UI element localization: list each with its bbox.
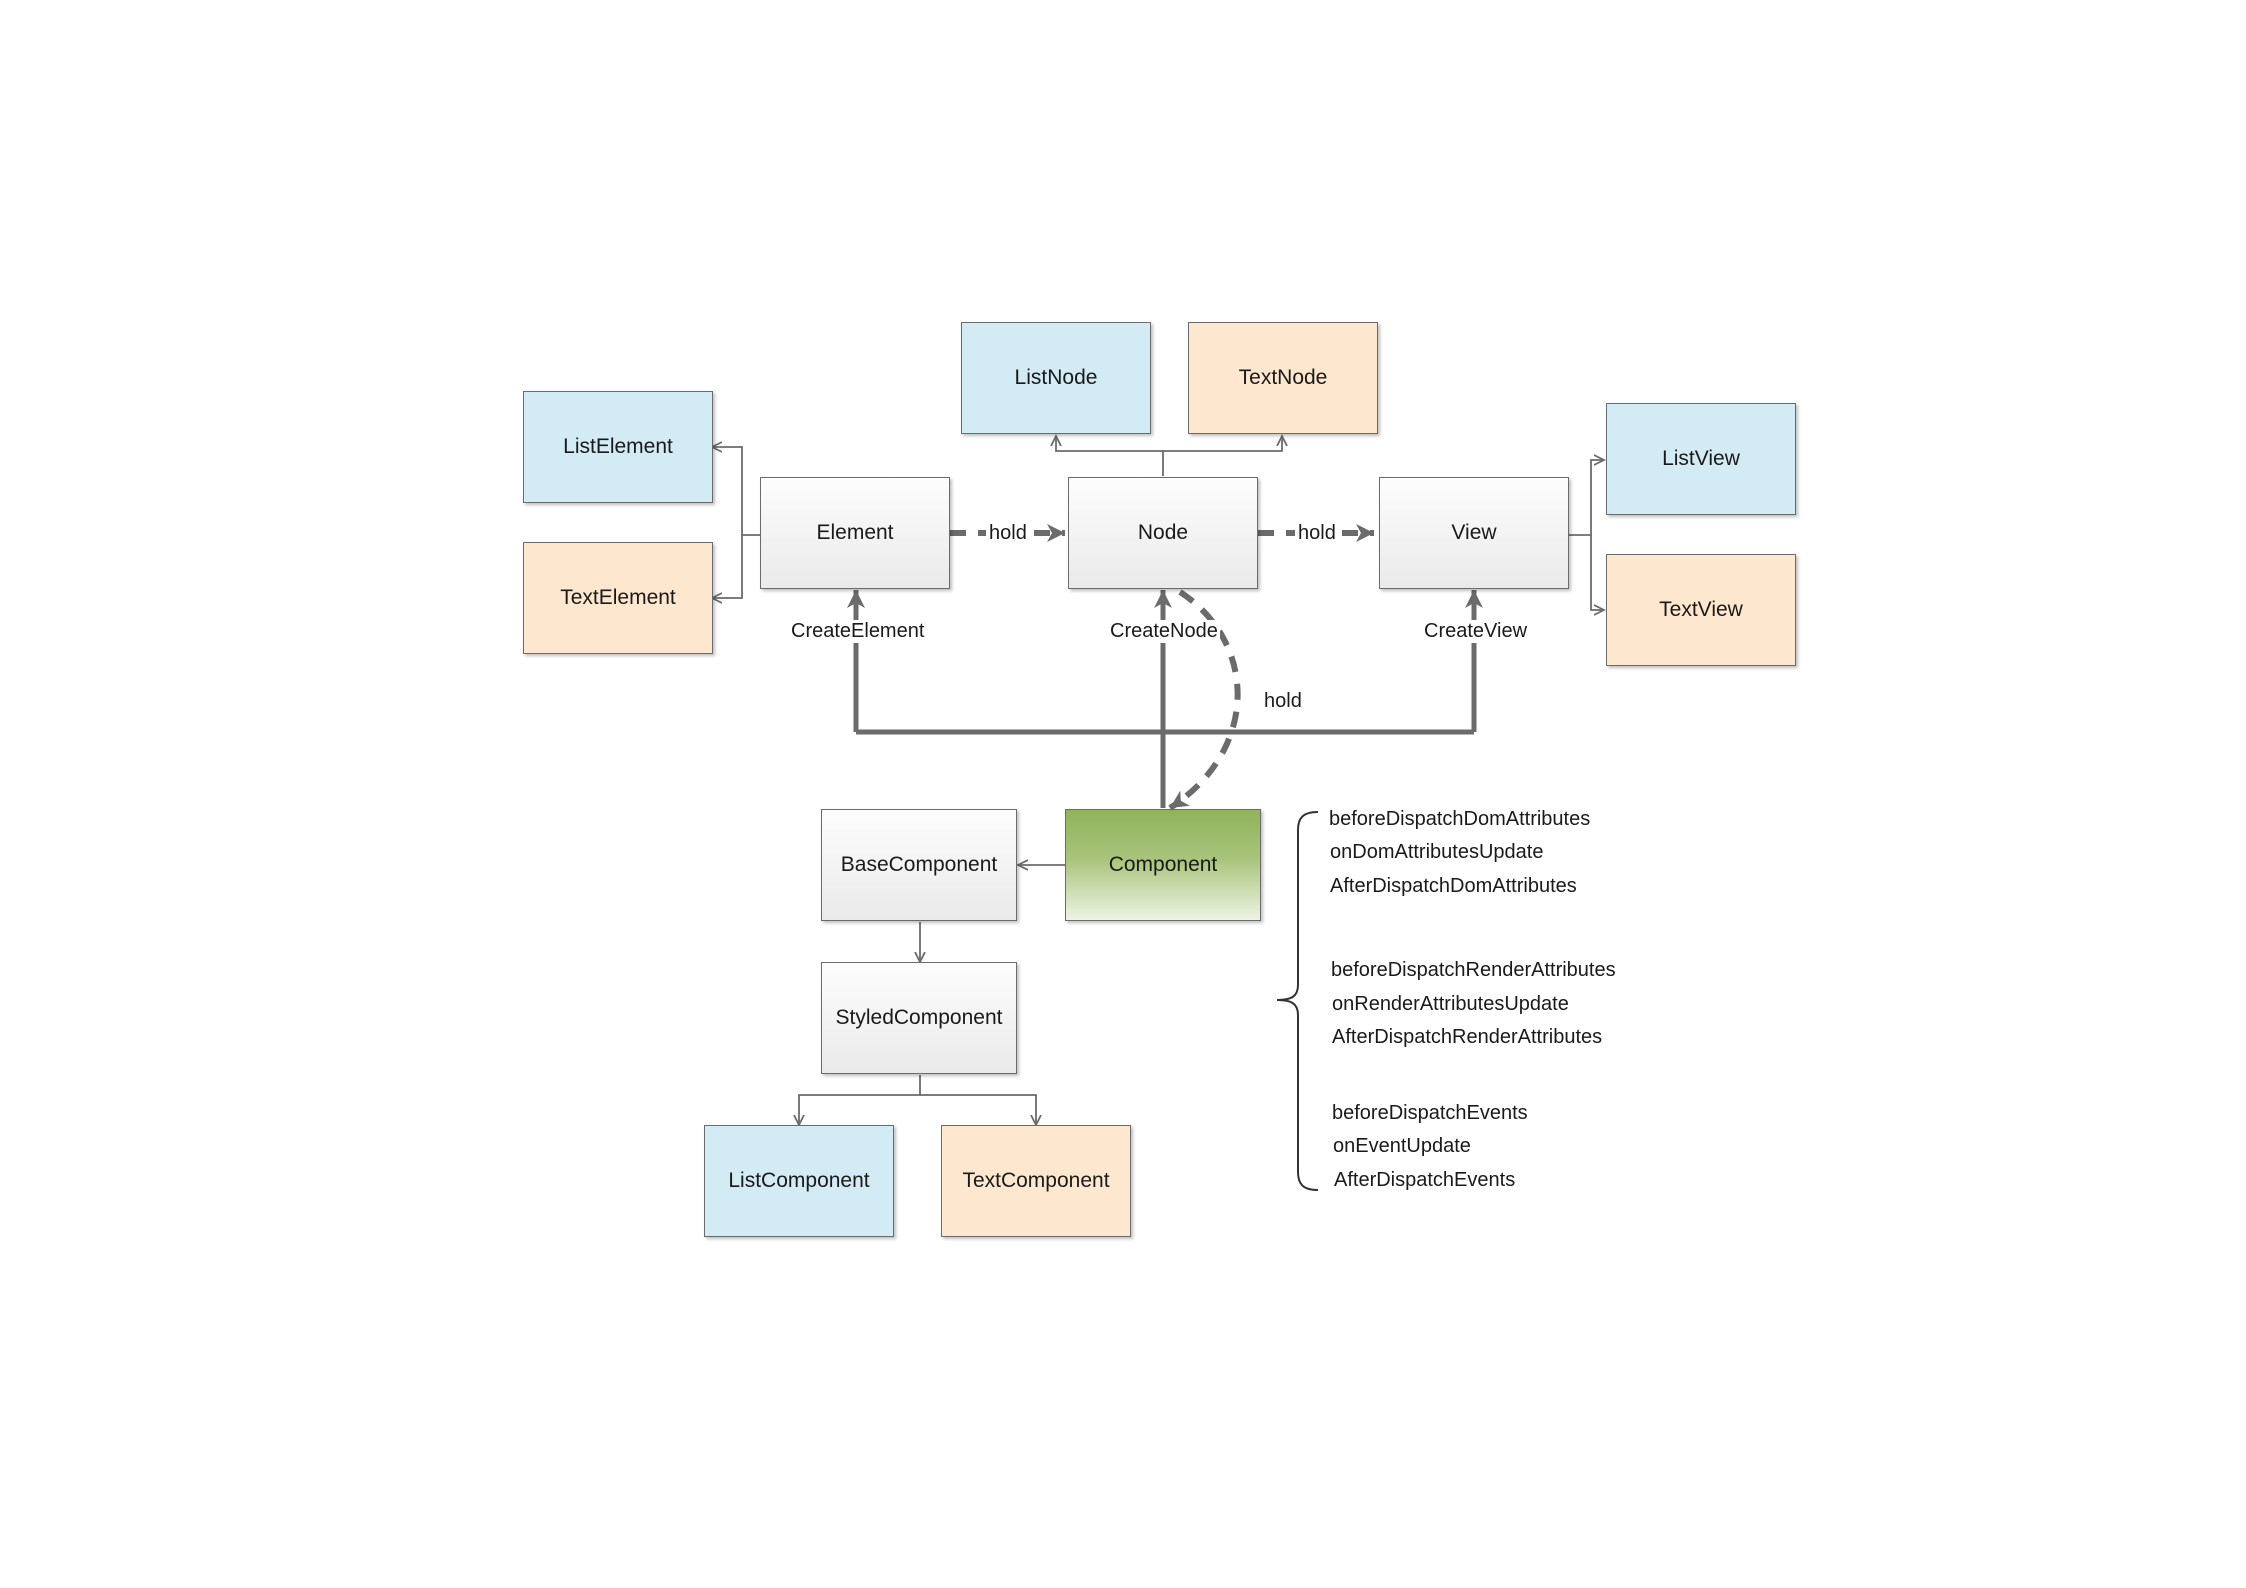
hold-element-node-label: hold [986,522,1030,545]
text-node-label: TextNode [1238,366,1328,389]
callback-events-after: AfterDispatchEvents [1334,1169,1516,1191]
element-box: Element [760,477,950,589]
list-node-box: ListNode [961,322,1151,434]
base-component-label: BaseComponent [840,853,998,876]
styled-component-box: StyledComponent [821,962,1017,1074]
view-subtypes-connector [1568,460,1604,610]
text-element-box: TextElement [523,542,713,654]
text-view-label: TextView [1659,598,1743,621]
callback-render-update: onRenderAttributesUpdate [1332,993,1569,1015]
callback-dom-update: onDomAttributesUpdate [1330,841,1544,863]
callback-events-before: beforeDispatchEvents [1332,1102,1528,1124]
component-box: Component [1065,809,1261,921]
create-view-label: CreateView [1422,620,1530,643]
view-box: View [1379,477,1569,589]
text-view-box: TextView [1606,554,1796,666]
list-element-box: ListElement [523,391,713,503]
callback-dom-before: beforeDispatchDomAttributes [1329,808,1591,830]
callback-brace [1276,811,1319,1191]
styled-subtypes-connector [799,1075,1036,1125]
text-component-box: TextComponent [941,1125,1131,1237]
callback-dom-after: AfterDispatchDomAttributes [1330,875,1577,897]
node-box: Node [1068,477,1258,589]
text-element-label: TextElement [560,586,676,609]
list-component-box: ListComponent [704,1125,894,1237]
list-view-box: ListView [1606,403,1796,515]
base-component-box: BaseComponent [821,809,1017,921]
callback-render-before: beforeDispatchRenderAttributes [1331,959,1616,981]
list-view-label: ListView [1662,447,1740,470]
styled-component-label: StyledComponent [835,1006,1003,1029]
callback-events-update: onEventUpdate [1333,1135,1471,1157]
create-element-label: CreateElement [789,620,927,643]
list-component-label: ListComponent [728,1169,870,1192]
element-label: Element [816,521,894,544]
hold-component-node-label: hold [1264,690,1302,713]
node-label: Node [1137,521,1189,544]
component-label: Component [1108,853,1218,876]
text-component-label: TextComponent [962,1169,1110,1192]
hold-component-node-line [1168,589,1241,811]
text-node-box: TextNode [1188,322,1378,434]
node-subtypes-connector [1056,436,1282,476]
list-node-label: ListNode [1014,366,1098,389]
view-label: View [1451,521,1497,544]
hold-node-view-label: hold [1295,522,1339,545]
list-element-label: ListElement [563,435,673,458]
callback-render-after: AfterDispatchRenderAttributes [1332,1026,1603,1048]
element-subtypes-connector [712,447,760,598]
create-node-label: CreateNode [1108,620,1220,643]
